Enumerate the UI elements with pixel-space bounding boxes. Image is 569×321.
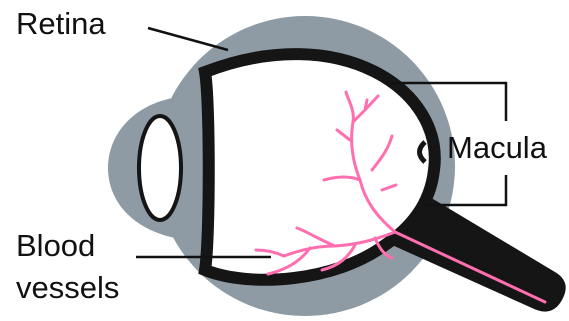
lens	[139, 116, 181, 220]
retina-leader	[148, 28, 228, 50]
label-retina: Retina	[16, 6, 106, 41]
label-blood-vessels-line2: vessels	[16, 270, 119, 305]
label-macula: Macula	[447, 130, 548, 165]
label-blood-vessels-line1: Blood	[16, 228, 95, 263]
